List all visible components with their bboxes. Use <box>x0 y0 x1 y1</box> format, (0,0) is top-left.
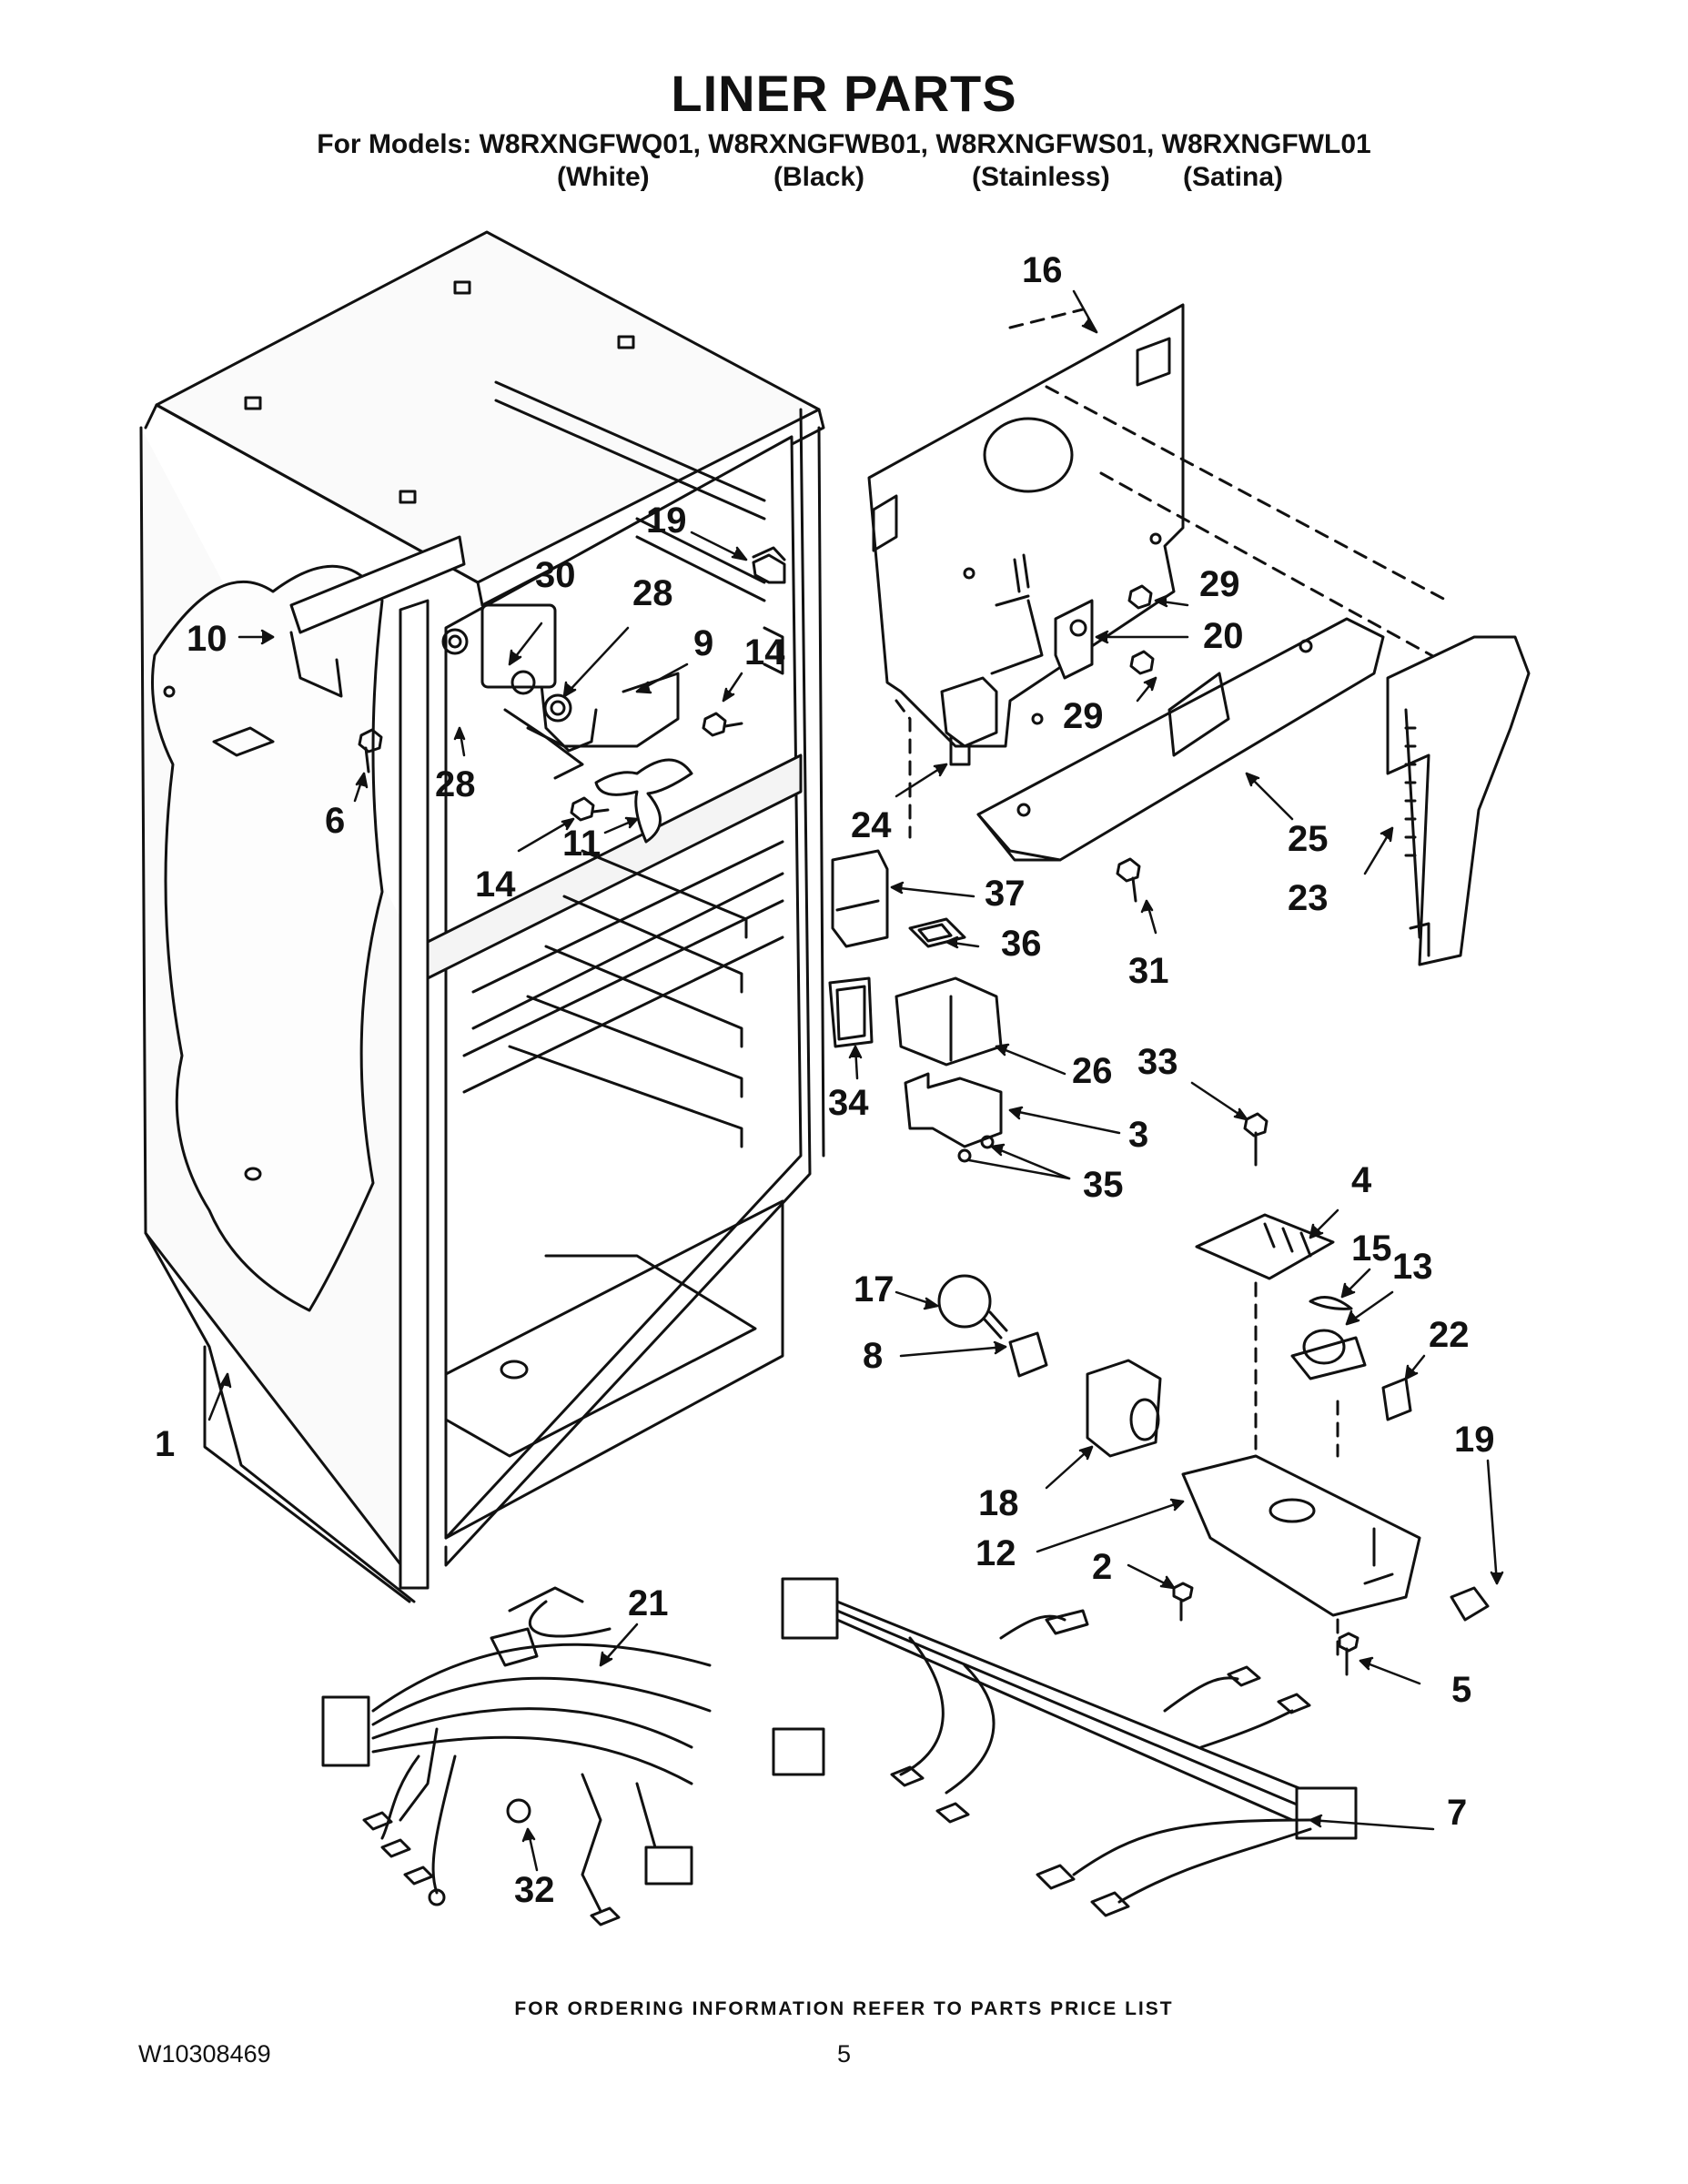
callout-7: 7 <box>1447 1793 1467 1833</box>
callout-35: 35 <box>1083 1165 1124 1205</box>
callout-33: 33 <box>1137 1042 1178 1082</box>
models-line: For Models: W8RXNGFWQ01, W8RXNGFWB01, W8… <box>317 129 1371 159</box>
callout-17: 17 <box>854 1269 895 1309</box>
callout-8: 8 <box>863 1336 883 1376</box>
callout-29a: 29 <box>1199 564 1240 604</box>
callout-10: 10 <box>187 619 227 659</box>
callout-26: 26 <box>1072 1051 1113 1091</box>
callout-31: 31 <box>1128 951 1169 991</box>
finish-stainless: (Stainless) <box>972 162 1110 192</box>
callout-24: 24 <box>851 805 892 845</box>
fan-assembly <box>289 535 786 844</box>
callout-29b: 29 <box>1063 696 1104 736</box>
control-board-area <box>1195 1112 1412 1658</box>
callout-2: 2 <box>1092 1547 1112 1587</box>
leader-lines <box>207 289 1504 1872</box>
finish-white: (White) <box>557 162 650 192</box>
callout-6: 6 <box>325 801 345 841</box>
callout-16: 16 <box>1022 250 1063 290</box>
callout-14a: 14 <box>744 632 785 672</box>
callout-28b: 28 <box>435 764 476 804</box>
callout-labels: 1 2 3 4 5 6 7 8 9 10 11 12 13 14 14 15 1… <box>155 250 1495 1910</box>
callout-37: 37 <box>985 874 1026 914</box>
callout-1: 1 <box>155 1424 175 1464</box>
callout-12: 12 <box>975 1533 1016 1573</box>
callout-11: 11 <box>562 824 601 864</box>
page-number: 5 <box>836 2040 852 2068</box>
callout-9: 9 <box>693 623 713 663</box>
callout-4: 4 <box>1351 1160 1372 1200</box>
callout-22: 22 <box>1429 1315 1470 1355</box>
callout-21: 21 <box>628 1583 669 1623</box>
callout-20: 20 <box>1203 616 1244 656</box>
switch-components <box>828 676 1003 1163</box>
light-assembly <box>937 1274 1421 1617</box>
callout-18: 18 <box>978 1483 1019 1523</box>
wiring-harness-left <box>321 1586 712 1926</box>
wiring-harness-right <box>772 1577 1358 1917</box>
callout-13: 13 <box>1392 1247 1433 1287</box>
callout-32: 32 <box>514 1870 555 1910</box>
document-number: W10308469 <box>138 2040 271 2068</box>
callout-19a: 19 <box>646 500 687 541</box>
liner-cabinet <box>139 230 825 1603</box>
callout-3: 3 <box>1128 1115 1148 1155</box>
callout-34: 34 <box>828 1083 869 1123</box>
callout-15: 15 <box>1351 1228 1392 1269</box>
callout-30: 30 <box>535 555 576 595</box>
callout-23: 23 <box>1288 878 1329 918</box>
callout-36: 36 <box>1001 924 1042 964</box>
callout-25: 25 <box>1288 819 1329 859</box>
callout-19b: 19 <box>1454 1420 1495 1460</box>
ordering-note: FOR ORDERING INFORMATION REFER TO PARTS … <box>514 1998 1174 2019</box>
callout-28a: 28 <box>632 573 673 613</box>
finish-black: (Black) <box>773 162 865 192</box>
callout-14b: 14 <box>475 864 516 905</box>
control-housing <box>976 617 1385 862</box>
page-title: LINER PARTS <box>671 65 1017 122</box>
air-duct-cover <box>1386 635 1531 966</box>
callout-5: 5 <box>1451 1670 1471 1710</box>
finish-satina: (Satina) <box>1183 162 1284 192</box>
